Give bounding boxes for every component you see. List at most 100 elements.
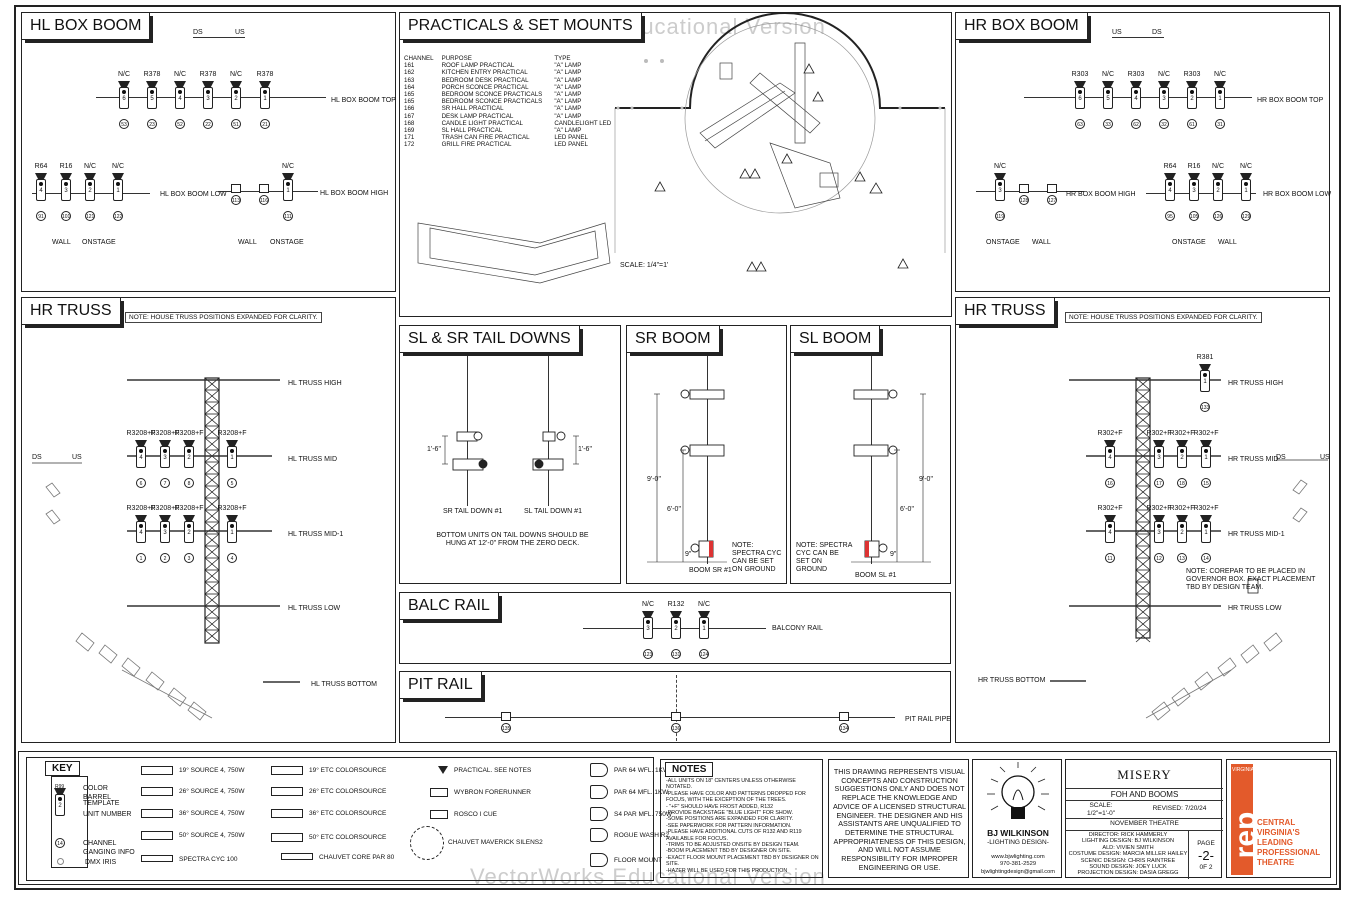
channel-circle: 119 (995, 211, 1005, 221)
barrel-icon (146, 81, 158, 88)
fixture-unit: 5 (146, 81, 158, 115)
fixture-body (1201, 446, 1211, 468)
sr-tail-label: SR TAIL DOWN #1 (443, 508, 503, 515)
key-item-label: 26° ETC COLORSOURCE (309, 788, 387, 795)
panel-title: HL BOX BOOM (22, 13, 151, 40)
unit-number: 5 (1106, 96, 1110, 102)
unit-number: 2 (674, 626, 678, 632)
template-dot (1180, 449, 1184, 453)
fixture-color: R302+F (1146, 505, 1172, 512)
onstage-label: ONSTAGE (1172, 239, 1206, 246)
fixture-color: N/C (117, 71, 131, 78)
channel-circle: 22 (203, 119, 213, 129)
fixture-body (1201, 521, 1211, 543)
truss-member (1135, 557, 1151, 571)
page-label: PAGE (1197, 840, 1215, 847)
sr-tail-pipe (467, 356, 468, 506)
template-dot (139, 524, 143, 528)
cell-channel: 164 (404, 83, 415, 91)
channel-circle: 127 (1047, 195, 1057, 205)
unit-number: 4 (178, 96, 182, 102)
floor-mount-icon (590, 853, 608, 867)
panel-title: SL & SR TAIL DOWNS (400, 326, 580, 353)
tb-rule (1066, 830, 1223, 831)
notes-line: -PLEASE HAVE COLOR AND PATTERNS DROPPED … (666, 790, 806, 797)
barrel-icon (1186, 81, 1198, 88)
boom-note: NOTE: SPECTRA CYC CAN BE SET ON GROUND (796, 542, 853, 573)
fixture-body (1159, 87, 1169, 109)
ds-label: DS (1276, 454, 1286, 461)
fixture-body (1241, 179, 1251, 201)
barrel-icon (1199, 364, 1211, 371)
key-barrel-label: BARREL (83, 794, 112, 801)
template-dot (646, 620, 650, 624)
boom-units (647, 389, 727, 563)
fixture-color: R132 (667, 601, 685, 608)
truss-member (204, 581, 220, 595)
onstage-label: ONSTAGE (270, 239, 304, 246)
fixture-unit: 4 (1104, 515, 1116, 549)
template-dot (286, 182, 290, 186)
fixture-color: N/C (229, 71, 243, 78)
truss-member (1135, 401, 1151, 415)
notes-line: -HAZER WILL BE USED FOR THIS PRODUCTION (666, 867, 788, 874)
sl-tail-label: SL TAIL DOWN #1 (524, 508, 582, 515)
fixture-color: N/C (1157, 71, 1171, 78)
fixture-unit: 1 (1200, 515, 1212, 549)
colorsource-36-icon (271, 809, 303, 818)
s4-26-icon (141, 787, 173, 796)
truss-member (1135, 569, 1151, 583)
truss-member (1135, 425, 1151, 439)
fixture-color: N/C (173, 71, 187, 78)
boom-units (851, 389, 931, 563)
channel-circle: 53 (119, 119, 129, 129)
channel-circle: 95 (1165, 211, 1175, 221)
key-dmx-label: DMX IRIS (85, 859, 117, 866)
fixture-color: N/C (1239, 163, 1253, 170)
panel-title: SL BOOM (791, 326, 881, 353)
unit-number: 3 (64, 188, 68, 194)
channel-circle: 62 (1131, 119, 1141, 129)
cell-channel: 163 (404, 76, 415, 84)
cell-purpose: PORCH SCONCE PRACTICAL (441, 83, 529, 91)
cell-purpose: TRASH CAN FIRE PRACTICAL (441, 134, 530, 142)
us-label: US (235, 29, 245, 36)
fixture-unit: 6 (1074, 81, 1086, 115)
unit-number: 3 (646, 626, 650, 632)
col-channel: CHANNEL (404, 55, 434, 62)
truss-member (1135, 629, 1151, 643)
truss-member (204, 401, 220, 415)
barrel-icon (1102, 81, 1114, 88)
pit-pipe-label: PIT RAIL PIPE (905, 716, 951, 723)
unit-number: 3 (163, 455, 167, 461)
tail-downs-panel: SL & SR TAIL DOWNS 1'-6" 1'-6" SR TAIL D… (399, 325, 621, 584)
fixture-color: R303 (1183, 71, 1201, 78)
cell-type: "A" LAMP (554, 105, 582, 113)
cell-type: "A" LAMP (554, 112, 582, 120)
fixture-unit: 3 (1158, 81, 1170, 115)
fixture-body (1165, 179, 1175, 201)
template-dot (1190, 90, 1194, 94)
disclaimer-line: REPLACE THE KNOWLEDGE AND (841, 793, 958, 803)
pipe-high-label: HR BOX BOOM HIGH (1066, 191, 1136, 198)
barrel-icon (1158, 81, 1170, 88)
fixture-color: N/C (993, 163, 1007, 170)
key-item-label: CHAUVET MAVERICK SILENS2 (448, 839, 543, 846)
fixture-color: R302+F (1169, 505, 1195, 512)
fixture-unit: 1 (1199, 364, 1211, 398)
unit-number: 2 (1190, 96, 1194, 102)
notes-line: FOCUS, WITH THE EXCEPTION OF THE TREES. (666, 797, 787, 804)
fixture-unit: 1 (1200, 440, 1212, 474)
par64-wfl-icon (590, 763, 608, 777)
fixture-unit: 3 (1188, 173, 1200, 207)
unit-number: 3 (1192, 188, 1196, 194)
colorsource-19-icon (271, 766, 303, 775)
channel-circle: 91 (36, 211, 46, 221)
notes-line: -SEE PAPERWORK FOR PATTERN INFORMATION. (666, 822, 792, 829)
maverick-icon (410, 826, 444, 860)
notes-line: -BOOM PLACEMENT TBD BY DESIGNER ON SITE. (666, 848, 792, 855)
cell-purpose: CANDLE LIGHT PRACTICAL (441, 119, 523, 127)
